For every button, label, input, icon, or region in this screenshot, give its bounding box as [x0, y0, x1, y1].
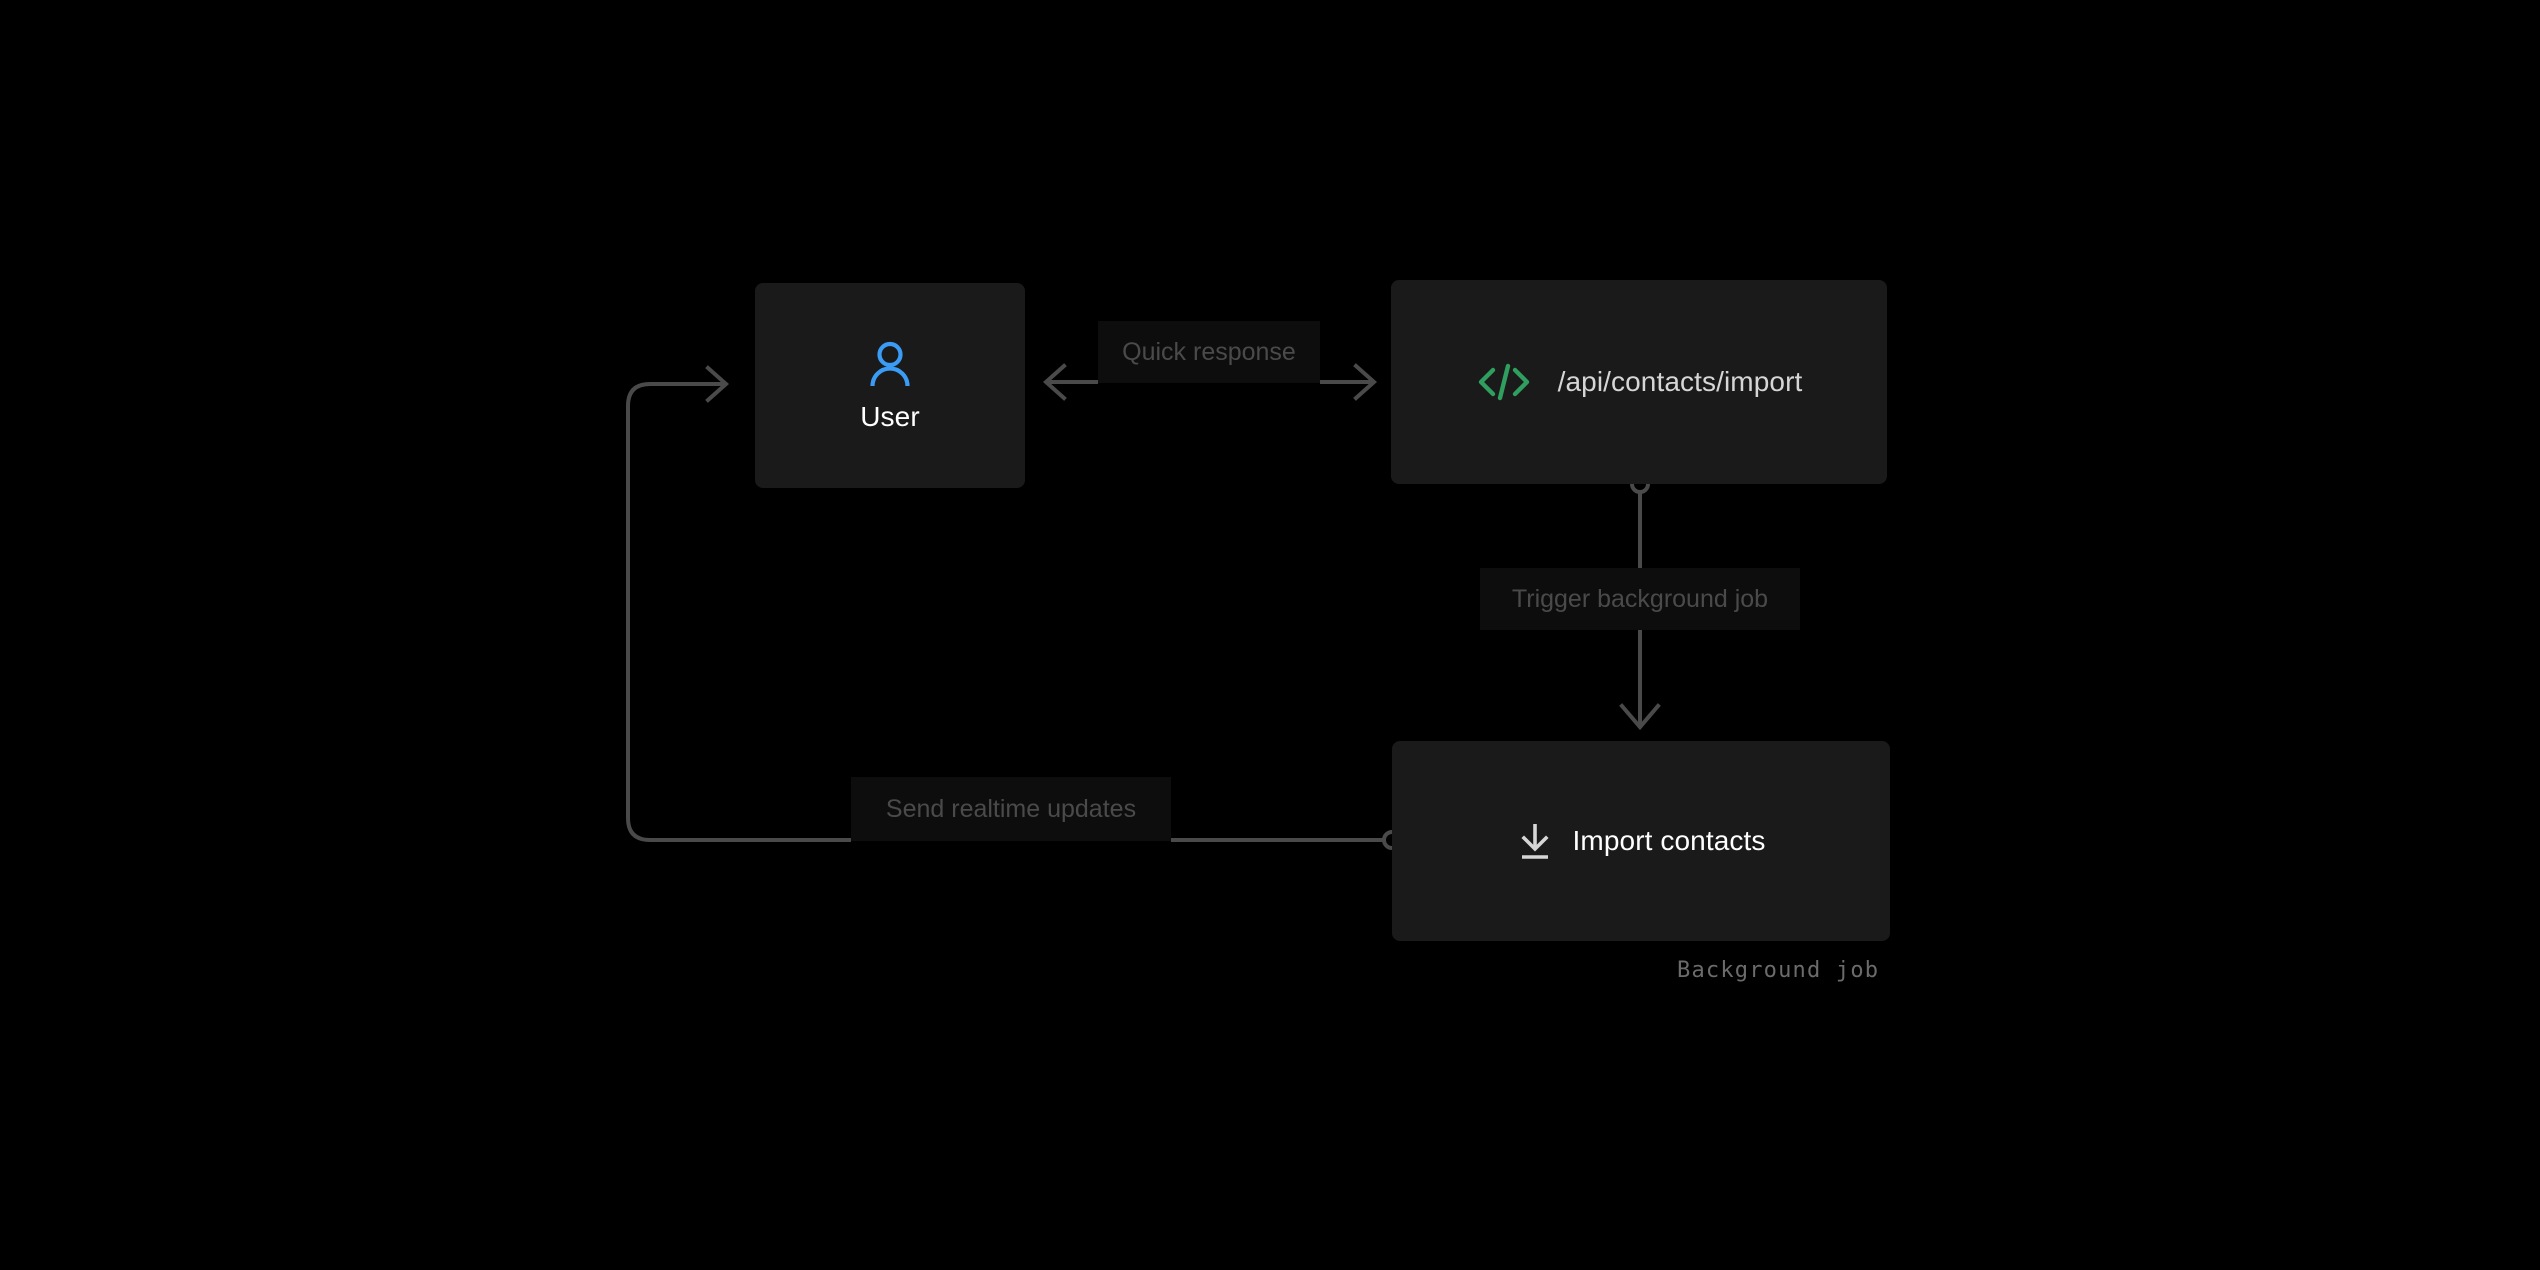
edge-label-send-realtime-updates: Send realtime updates — [851, 777, 1171, 841]
node-user-label: User — [860, 400, 920, 432]
edge-label-trigger-background-job: Trigger background job — [1480, 568, 1800, 630]
arrowhead-loop-icon — [705, 365, 730, 403]
code-icon — [1476, 362, 1532, 402]
node-api-endpoint-label: /api/contacts/import — [1557, 366, 1803, 397]
download-icon — [1517, 821, 1553, 861]
group-caption-background-job: Background job — [1677, 958, 1880, 983]
edge-label-quick-response: Quick response — [1098, 321, 1320, 383]
arrowhead-right-icon — [1353, 363, 1378, 401]
edge-quick-response — [1042, 363, 1378, 401]
node-import-contacts-label: Import contacts — [1572, 825, 1766, 856]
arrowhead-left-icon — [1042, 363, 1067, 401]
node-api-endpoint[interactable]: /api/contacts/import — [1391, 280, 1887, 484]
user-icon — [867, 341, 913, 389]
arrowhead-down-icon — [1619, 703, 1661, 731]
node-user[interactable]: User — [755, 283, 1025, 488]
node-import-contacts[interactable]: Import contacts — [1392, 741, 1890, 941]
